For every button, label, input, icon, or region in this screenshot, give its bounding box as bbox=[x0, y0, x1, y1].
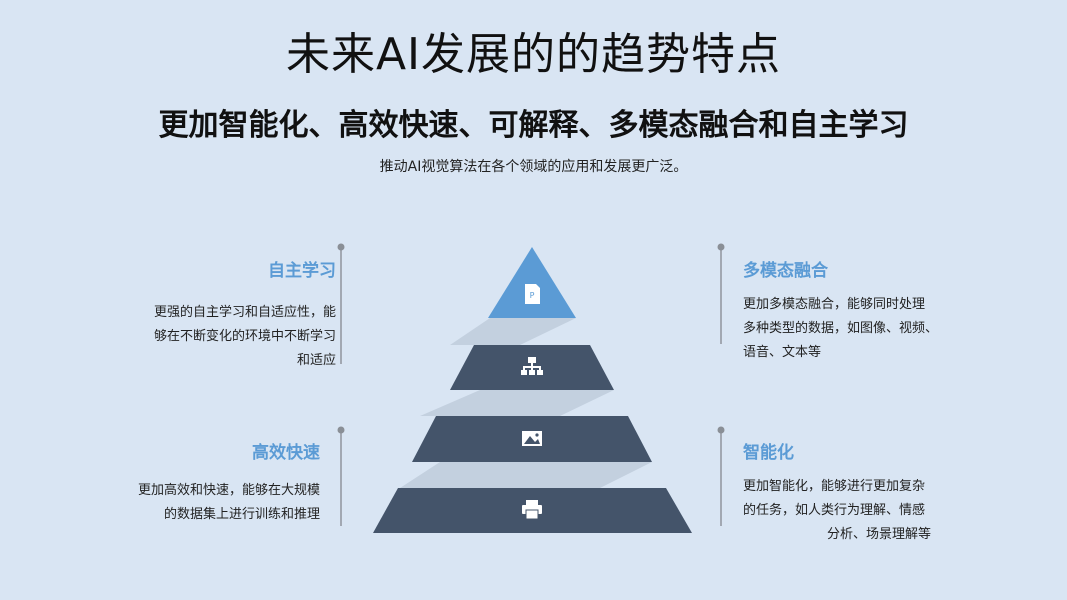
feature-line: 的任务，如人类行为理解、情感 bbox=[743, 503, 926, 518]
feature-text: 更加高效和快速，能够在大规模 的数据集上进行训练和推理 bbox=[120, 479, 320, 527]
feature-line: 够在不断变化的环境中不断学习 bbox=[153, 329, 336, 344]
feature-line: 更加高效和快速，能够在大规模 bbox=[137, 483, 320, 498]
page-subtitle: 更加智能化、高效快速、可解释、多模态融合和自主学习 bbox=[158, 108, 909, 143]
connector-left-bottom bbox=[337, 426, 345, 526]
page-description: 推动AI视觉算法在各个领域的应用和发展更广泛。 bbox=[379, 159, 688, 175]
printer-icon bbox=[522, 500, 542, 520]
feature-line: 更加智能化，能够进行更加复杂 bbox=[743, 479, 926, 494]
feature-line: 的数据集上进行训练和推理 bbox=[163, 507, 320, 522]
org-chart-icon bbox=[521, 357, 543, 375]
connector-right-bottom bbox=[717, 426, 725, 526]
feature-text: 更强的自主学习和自适应性，能 够在不断变化的环境中不断学习 和适应 bbox=[130, 301, 336, 373]
feature-text-tail: 分析、场景理解等 bbox=[743, 523, 931, 547]
pyramid-shadow-band bbox=[400, 462, 652, 488]
pyramid-shadow-band bbox=[420, 390, 614, 416]
feature-multimodal: 多模态融合 更加多模态融合，能够同时处理 多种类型的数据，如图像、视频、 语音、… bbox=[743, 256, 953, 365]
feature-text: 更加多模态融合，能够同时处理 多种类型的数据，如图像、视频、 语音、文本等 bbox=[743, 293, 953, 365]
image-icon bbox=[522, 431, 542, 446]
feature-line: 语音、文本等 bbox=[743, 345, 822, 360]
pyramid-shadow-band bbox=[450, 318, 576, 345]
feature-line: 多种类型的数据，如图像、视频、 bbox=[743, 321, 939, 336]
feature-heading: 智能化 bbox=[743, 443, 794, 463]
feature-heading: 多模态融合 bbox=[743, 261, 828, 281]
feature-autonomous-learning: 自主学习 更强的自主学习和自适应性，能 够在不断变化的环境中不断学习 和适应 bbox=[130, 256, 336, 373]
connector-left-top bbox=[337, 243, 345, 364]
feature-line: 更加多模态融合，能够同时处理 bbox=[743, 297, 926, 312]
pyramid-tier-top bbox=[488, 247, 576, 318]
connector-right-top bbox=[717, 243, 725, 344]
page-title: 未来AI发展的的趋势特点 bbox=[285, 29, 782, 80]
feature-line: 更强的自主学习和自适应性，能 bbox=[153, 305, 336, 320]
feature-heading: 高效快速 bbox=[252, 443, 320, 463]
feature-line: 和适应 bbox=[296, 353, 336, 368]
feature-line: 分析、场景理解等 bbox=[826, 527, 931, 542]
feature-heading: 自主学习 bbox=[268, 261, 336, 281]
feature-efficiency: 高效快速 更加高效和快速，能够在大规模 的数据集上进行训练和推理 bbox=[120, 438, 320, 527]
document-icon: P bbox=[525, 284, 540, 304]
feature-text: 更加智能化，能够进行更加复杂 的任务，如人类行为理解、情感 bbox=[743, 475, 953, 523]
svg-text:P: P bbox=[530, 291, 535, 300]
feature-intelligence: 智能化 更加智能化，能够进行更加复杂 的任务，如人类行为理解、情感 分析、场景理… bbox=[743, 438, 953, 547]
